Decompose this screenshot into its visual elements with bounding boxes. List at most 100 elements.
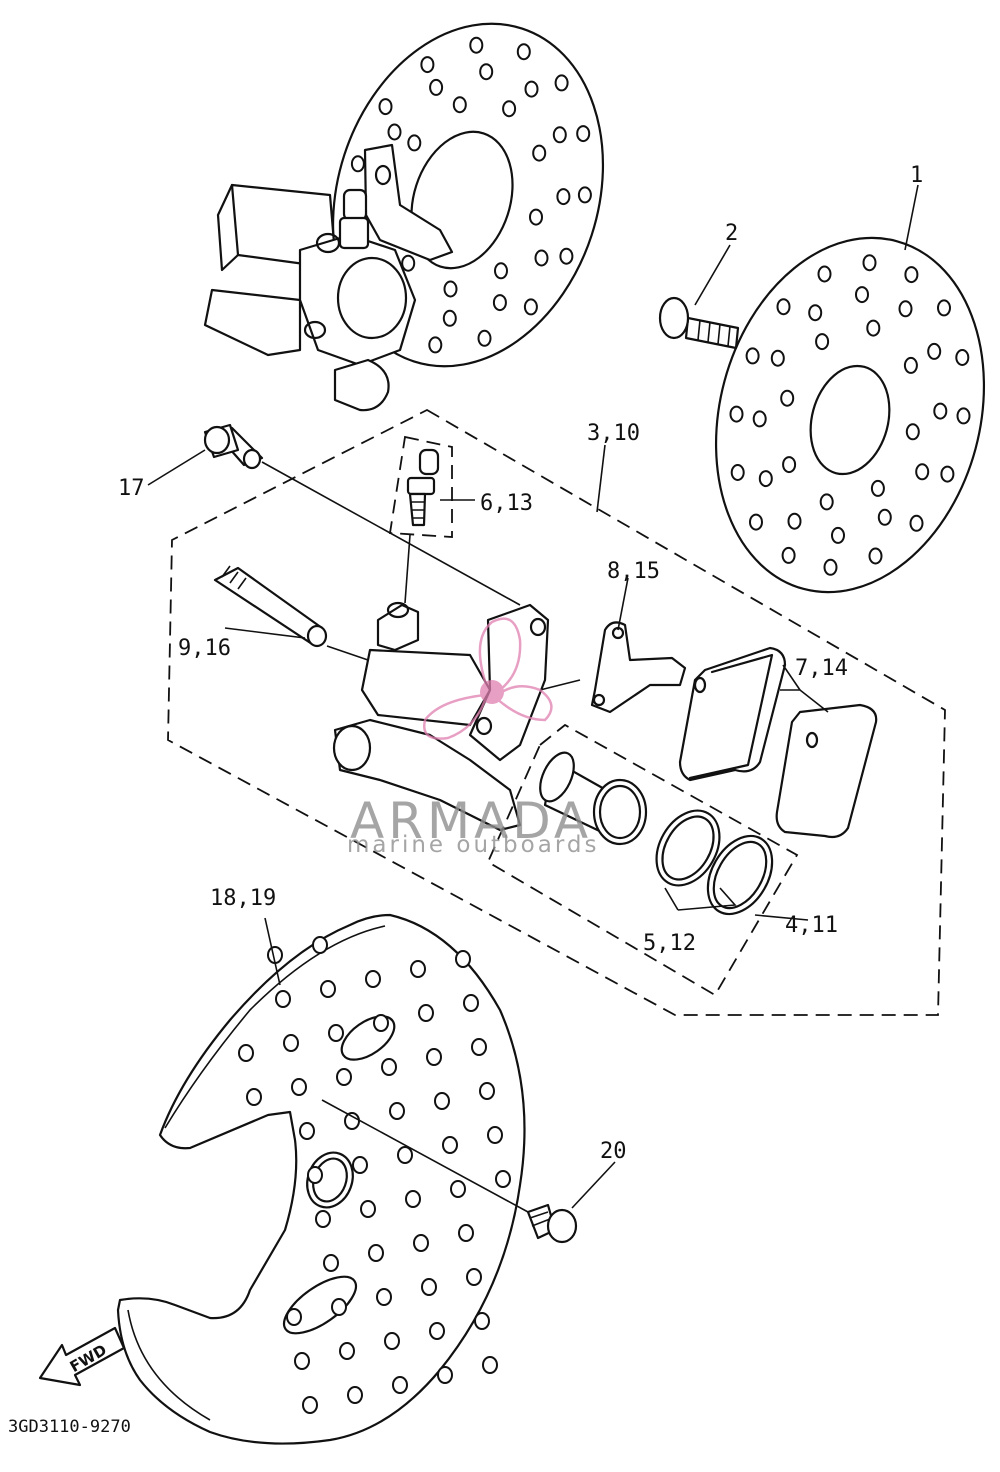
drill-hole: [323, 1254, 339, 1272]
drill-hole: [384, 1332, 400, 1350]
drill-hole: [405, 1190, 421, 1208]
drill-hole: [344, 1112, 360, 1130]
drill-hole: [469, 36, 484, 54]
drill-hole: [819, 493, 834, 511]
drill-hole: [523, 298, 538, 316]
drill-hole: [328, 1024, 344, 1042]
drill-hole: [442, 309, 457, 327]
drill-hole: [482, 1356, 498, 1374]
drill-hole: [373, 1014, 389, 1032]
slide-pin: [213, 565, 328, 648]
callout-6-13: 6,13: [480, 491, 533, 516]
drill-hole: [487, 1126, 503, 1144]
drill-hole: [315, 1210, 331, 1228]
drill-hole: [752, 410, 767, 428]
drill-hole: [307, 1166, 323, 1184]
drill-hole: [320, 980, 336, 998]
callout-2: 2: [725, 221, 738, 246]
drill-hole: [808, 304, 823, 322]
drill-hole: [955, 349, 970, 366]
drill-hole: [452, 96, 467, 114]
assembled-caliper: [203, 143, 454, 412]
drill-hole: [352, 1156, 368, 1174]
callout-1: 1: [910, 163, 923, 188]
drill-hole: [410, 960, 426, 978]
callout-labels: 1 2 3,10 4,11 5,12 6,13 7,14 8,15 9,16 1…: [8, 163, 923, 1437]
drill-hole: [421, 1278, 437, 1296]
drill-hole: [246, 1088, 262, 1106]
armada-watermark: ARMADA marine outboards: [347, 617, 599, 858]
drill-hole: [780, 389, 795, 407]
caliper-mount-bolt: [203, 423, 264, 470]
drill-hole: [729, 405, 744, 423]
drill-hole: [392, 1376, 408, 1394]
watermark-tagline: marine outboards: [347, 832, 599, 858]
drill-hole: [437, 1366, 453, 1384]
drill-hole: [418, 1004, 434, 1022]
drill-hole: [238, 1044, 254, 1062]
drill-hole: [782, 456, 797, 474]
drill-hole: [368, 1244, 384, 1262]
callout-4-11: 4,11: [785, 913, 838, 938]
drill-hole: [758, 470, 773, 488]
drill-hole: [915, 463, 930, 481]
drill-hole: [397, 1146, 413, 1164]
drill-hole: [554, 74, 569, 92]
drill-hole: [529, 208, 543, 226]
brake-pads: [678, 646, 878, 839]
piston: [539, 751, 648, 846]
drill-hole: [429, 78, 444, 96]
drill-hole: [866, 319, 881, 337]
drill-hole: [776, 298, 791, 316]
drill-hole: [817, 265, 832, 283]
drill-hole: [407, 134, 422, 152]
drill-hole: [299, 1122, 315, 1140]
drill-hole: [442, 1136, 458, 1154]
brake-disc: [714, 236, 986, 594]
drill-hole: [378, 98, 393, 116]
drill-hole: [870, 479, 885, 497]
callout-17: 17: [118, 476, 145, 501]
drill-hole: [749, 513, 763, 531]
callout-8-15: 8,15: [607, 559, 660, 584]
drill-hole: [576, 125, 591, 143]
drill-hole: [745, 347, 760, 365]
drill-hole: [455, 950, 471, 968]
drill-hole: [933, 402, 948, 420]
drill-hole: [381, 1058, 397, 1076]
drill-hole: [556, 188, 571, 206]
drill-hole: [787, 512, 802, 530]
drill-hole: [426, 1048, 442, 1066]
drill-hole: [350, 155, 365, 173]
drill-hole: [463, 994, 479, 1012]
drill-hole: [577, 186, 592, 204]
callout-20: 20: [600, 1139, 627, 1164]
drill-hole: [937, 299, 951, 317]
armada-logo-icon: [423, 617, 553, 740]
drill-hole: [855, 286, 869, 304]
drill-hole: [909, 514, 924, 532]
drill-hole: [302, 1396, 318, 1414]
drill-hole: [781, 546, 796, 564]
drill-hole: [532, 144, 547, 162]
drill-hole: [831, 526, 845, 544]
drill-hole: [283, 1034, 299, 1052]
drill-hole: [275, 990, 291, 1008]
assembled-brake-view: [203, 22, 605, 412]
drill-hole: [434, 1092, 450, 1110]
drill-hole: [413, 1234, 429, 1252]
drill-hole: [534, 249, 549, 267]
drill-hole: [479, 1082, 495, 1100]
forward-direction-arrow: FWD: [38, 1326, 126, 1387]
leader-lines: [147, 184, 919, 1213]
drill-hole: [291, 1078, 307, 1096]
drill-hole: [450, 1180, 466, 1198]
drill-hole: [494, 262, 508, 280]
callout-7-14: 7,14: [795, 656, 848, 681]
drill-hole: [730, 464, 745, 481]
drill-hole: [815, 333, 830, 351]
drill-hole: [877, 508, 892, 526]
drill-hole: [898, 300, 913, 318]
drill-hole: [940, 465, 955, 483]
disc-bolt: [658, 296, 740, 350]
